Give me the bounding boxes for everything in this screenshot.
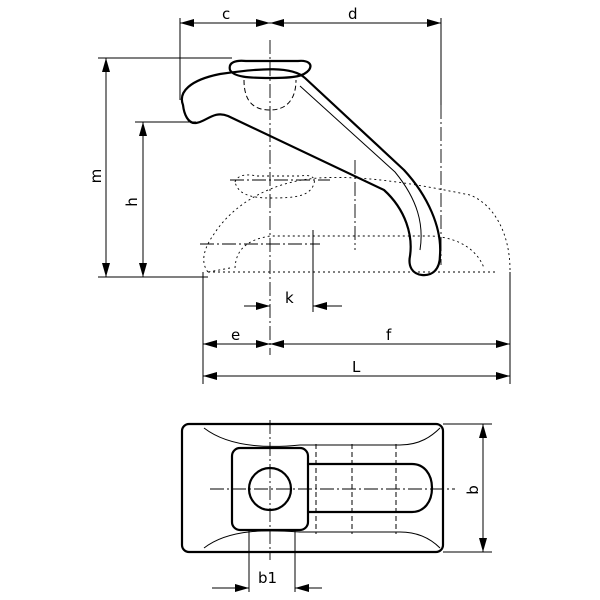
- base-plate-outline: [180, 422, 445, 554]
- top-view: b b1: [180, 420, 492, 592]
- saddle-hidden-profile: [243, 79, 297, 111]
- plate-inner-curve-top: [203, 427, 441, 447]
- label-b: b: [464, 485, 482, 495]
- clamp-arm: [180, 68, 442, 277]
- clamp-arm-inner: [299, 85, 422, 251]
- hidden-saddle: [234, 174, 315, 199]
- dimension-m: m: [87, 58, 110, 277]
- label-d: d: [348, 5, 358, 23]
- dimension-e: e: [203, 326, 270, 348]
- side-view: c d m h k: [87, 5, 511, 384]
- dimension-c: c: [180, 5, 270, 27]
- label-c: c: [222, 5, 230, 23]
- plate-inner-curve-bottom: [203, 530, 441, 549]
- dimension-L: L: [203, 358, 510, 380]
- label-m: m: [87, 169, 105, 184]
- arm-slot: [306, 462, 434, 514]
- base-bridge-outline: [203, 177, 511, 273]
- dimension-b: b: [464, 424, 487, 552]
- label-k: k: [285, 289, 294, 307]
- dimension-b1: b1: [212, 569, 322, 592]
- dimension-k: k: [244, 289, 342, 310]
- label-f: f: [386, 326, 392, 344]
- dimension-h: h: [123, 122, 147, 277]
- upper-saddle: [228, 59, 312, 80]
- dimension-f: f: [270, 326, 510, 348]
- label-e: e: [231, 326, 240, 344]
- label-h: h: [123, 197, 141, 207]
- label-L: L: [352, 358, 361, 376]
- label-b1: b1: [258, 569, 277, 587]
- dimension-d: d: [270, 5, 441, 27]
